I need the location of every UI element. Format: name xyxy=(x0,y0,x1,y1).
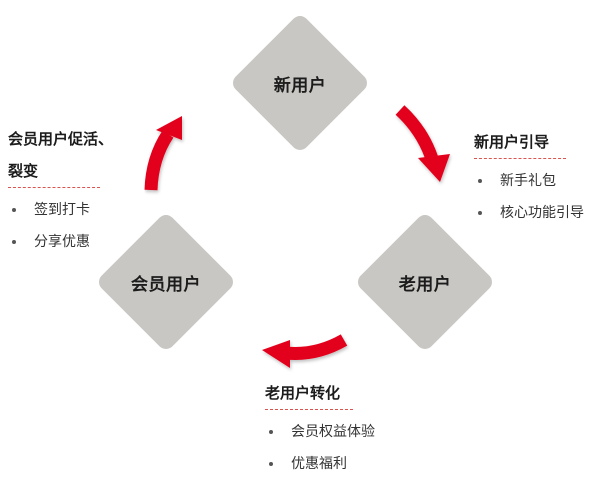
panel-title: 新用户引导 xyxy=(474,133,550,151)
bullet-list: 新手礼包 核心功能引导 xyxy=(474,171,594,223)
bullet-list: 签到打卡 分享优惠 xyxy=(8,200,138,252)
arrow-old-to-member xyxy=(262,334,348,368)
panel-member-promotion: 会员用户促活、 裂变 签到打卡 分享优惠 xyxy=(8,126,138,252)
bullet-icon xyxy=(12,208,16,212)
list-item-label: 签到打卡 xyxy=(34,202,90,218)
node-member-user-label: 会员用户 xyxy=(131,274,201,295)
list-item-label: 新手礼包 xyxy=(500,173,556,189)
bullet-icon xyxy=(478,179,482,183)
panel-title-line1: 会员用户促活、 xyxy=(8,130,114,148)
arrow-new-to-old xyxy=(395,105,450,182)
node-old-user-label: 老用户 xyxy=(398,274,452,295)
arrow-member-to-new xyxy=(144,116,182,191)
list-item: 分享优惠 xyxy=(8,232,138,252)
bullet-icon xyxy=(12,240,16,244)
list-item-label: 分享优惠 xyxy=(34,234,90,250)
panel-new-user-guide: 新用户引导 新手礼包 核心功能引导 xyxy=(474,129,594,223)
node-old-user: 老用户 xyxy=(354,211,496,353)
panel-title: 老用户转化 xyxy=(265,384,341,402)
list-item: 优惠福利 xyxy=(265,454,425,474)
list-item-label: 会员权益体验 xyxy=(291,424,375,440)
list-item: 签到打卡 xyxy=(8,200,138,220)
bullet-icon xyxy=(478,211,482,215)
panel-title-line2: 裂变 xyxy=(8,162,39,180)
node-member-user: 会员用户 xyxy=(95,211,237,353)
divider xyxy=(474,158,566,159)
list-item-label: 优惠福利 xyxy=(291,456,347,472)
list-item-label: 核心功能引导 xyxy=(500,205,584,221)
node-new-user: 新用户 xyxy=(229,12,371,154)
node-new-user-label: 新用户 xyxy=(273,75,327,96)
divider xyxy=(8,187,100,188)
list-item: 新手礼包 xyxy=(474,171,594,191)
divider xyxy=(265,409,353,410)
bullet-icon xyxy=(269,462,273,466)
bullet-list: 会员权益体验 优惠福利 xyxy=(265,422,425,474)
list-item: 核心功能引导 xyxy=(474,203,594,223)
bullet-icon xyxy=(269,430,273,434)
list-item: 会员权益体验 xyxy=(265,422,425,442)
panel-old-user-conversion: 老用户转化 会员权益体验 优惠福利 xyxy=(265,380,425,474)
